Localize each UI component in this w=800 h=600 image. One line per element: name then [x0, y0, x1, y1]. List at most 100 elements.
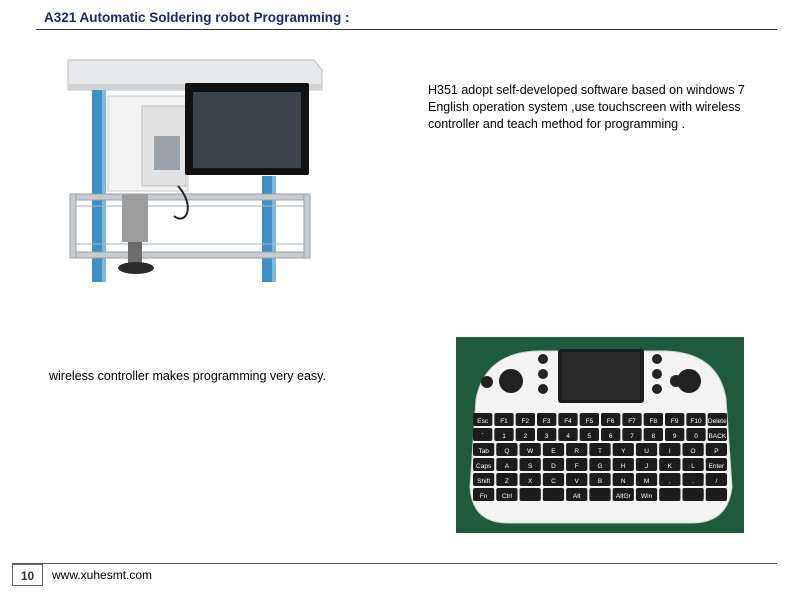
- keyboard-key-label: 9: [673, 433, 677, 440]
- keyboard-key: [659, 488, 681, 501]
- keyboard-key: [589, 443, 611, 456]
- keyboard-key-label: X: [528, 478, 533, 485]
- keyboard-key: [665, 428, 685, 441]
- keyboard-key-label: Enter: [709, 463, 725, 470]
- keyboard-key: [473, 428, 493, 441]
- keyboard-key: [612, 488, 634, 501]
- keyboard-key-label: Ctrl: [502, 493, 513, 500]
- keyboard-key-label: W: [527, 448, 534, 455]
- keyboard-key-label: P: [714, 448, 718, 455]
- keyboard-key-label: Fn: [480, 493, 488, 500]
- keyboard-key: [558, 428, 578, 441]
- keyboard-key: [612, 473, 634, 486]
- keyboard-key-label: F9: [671, 418, 679, 425]
- keyboard-key-label: 2: [524, 433, 528, 440]
- keyboard-key-label: F6: [607, 418, 615, 425]
- keyboard-key: [494, 428, 514, 441]
- keyboard-key: [682, 458, 704, 471]
- keyboard-key-label: F3: [543, 418, 551, 425]
- keyboard-key: [682, 443, 704, 456]
- keyboard-key: [473, 473, 495, 486]
- keyboard-key-label: Z: [505, 478, 509, 485]
- keyboard-key: [601, 413, 621, 426]
- keyboard-key: [579, 428, 599, 441]
- keyboard-key: [473, 443, 495, 456]
- soldering-robot-photo: [67, 59, 323, 282]
- keyboard-key-label: Alt: [573, 493, 581, 500]
- keyboard-key-label: K: [668, 463, 673, 470]
- keyboard-key-label: H: [621, 463, 626, 470]
- keyboard-key-label: Y: [621, 448, 626, 455]
- description-paragraph: H351 adopt self-developed software based…: [428, 83, 745, 131]
- keyboard-key: [601, 428, 621, 441]
- keyboard-key-label: Delete: [708, 418, 727, 425]
- keyboard-key: [589, 458, 611, 471]
- keyboard-key-label: 7: [630, 433, 634, 440]
- keyboard-key-label: G: [597, 463, 602, 470]
- keyboard-key: [537, 428, 557, 441]
- keyboard-key: [635, 488, 658, 501]
- keyboard-key-label: 4: [566, 433, 570, 440]
- keyboard-key: [558, 413, 578, 426]
- keyboard-key-label: 0: [694, 433, 698, 440]
- keyboard-key: [705, 488, 727, 501]
- keyboard-key-label: F2: [522, 418, 530, 425]
- keyboard-key: [496, 458, 518, 471]
- keyboard-key-label: F7: [628, 418, 636, 425]
- keyboard-key: [707, 413, 727, 426]
- keyboard-key-label: F5: [586, 418, 594, 425]
- keyboard-key-label: I: [669, 448, 671, 455]
- keyboard-key: [705, 458, 727, 471]
- footer-divider: [12, 563, 777, 564]
- keyboard-key: [542, 458, 565, 471]
- keyboard-key: [496, 443, 518, 456]
- keyboard-key-label: 3: [545, 433, 549, 440]
- keyboard-key: [473, 458, 495, 471]
- keyboard-key: [635, 443, 658, 456]
- keyboard-key-label: N: [621, 478, 626, 485]
- keyboard-key-label: M: [644, 478, 649, 485]
- keyboard-key: [659, 473, 681, 486]
- title-divider: [36, 29, 777, 30]
- keyboard-key: [643, 428, 663, 441]
- keyboard-key: [686, 428, 706, 441]
- website-url: www.xuhesmt.com: [52, 568, 153, 582]
- keyboard-key-label: Shift: [477, 478, 490, 485]
- keyboard-key: [515, 413, 535, 426]
- keyboard-key: [519, 458, 541, 471]
- keyboard-key: [682, 473, 704, 486]
- keyboard-key-label: D: [551, 463, 556, 470]
- keyboard-key: [542, 443, 565, 456]
- keyboard-key-label: .: [692, 478, 694, 485]
- keyboard-key-label: J: [645, 463, 648, 470]
- keyboard-key: [519, 473, 541, 486]
- keyboard-key: [496, 488, 518, 501]
- keyboard-key: [612, 458, 634, 471]
- keyboard-key: [612, 443, 634, 456]
- keyboard-key: [515, 428, 535, 441]
- keyboard-key-label: 1: [502, 433, 506, 440]
- keyboard-key-label: ,: [669, 478, 671, 485]
- keyboard-key: [566, 458, 588, 471]
- keyboard-key-label: BACK: [708, 433, 726, 440]
- keyboard-key: [542, 473, 565, 486]
- keyboard-key: [659, 458, 681, 471]
- keyboard-key: [589, 488, 611, 501]
- keyboard-key: [665, 413, 685, 426]
- keyboard-key-label: AltGr: [616, 493, 632, 500]
- keyboard-key-label: C: [551, 478, 556, 485]
- keyboard-key: [705, 443, 727, 456]
- page-title: A321 Automatic Soldering robot Programmi…: [44, 10, 350, 25]
- keyboard-key-label: F: [575, 463, 579, 470]
- keyboard-key-label: Tab: [478, 448, 489, 455]
- keyboard-key-label: Win: [641, 493, 653, 500]
- keyboard-key: [635, 473, 658, 486]
- keyboard-key: [566, 488, 588, 501]
- controller-paragraph: wireless controller makes programming ve…: [49, 369, 326, 383]
- keyboard-key-label: L: [691, 463, 695, 470]
- keyboard-key-label: T: [598, 448, 602, 455]
- keyboard-key: [496, 473, 518, 486]
- keyboard-key-label: R: [574, 448, 579, 455]
- keyboard-key: [473, 413, 493, 426]
